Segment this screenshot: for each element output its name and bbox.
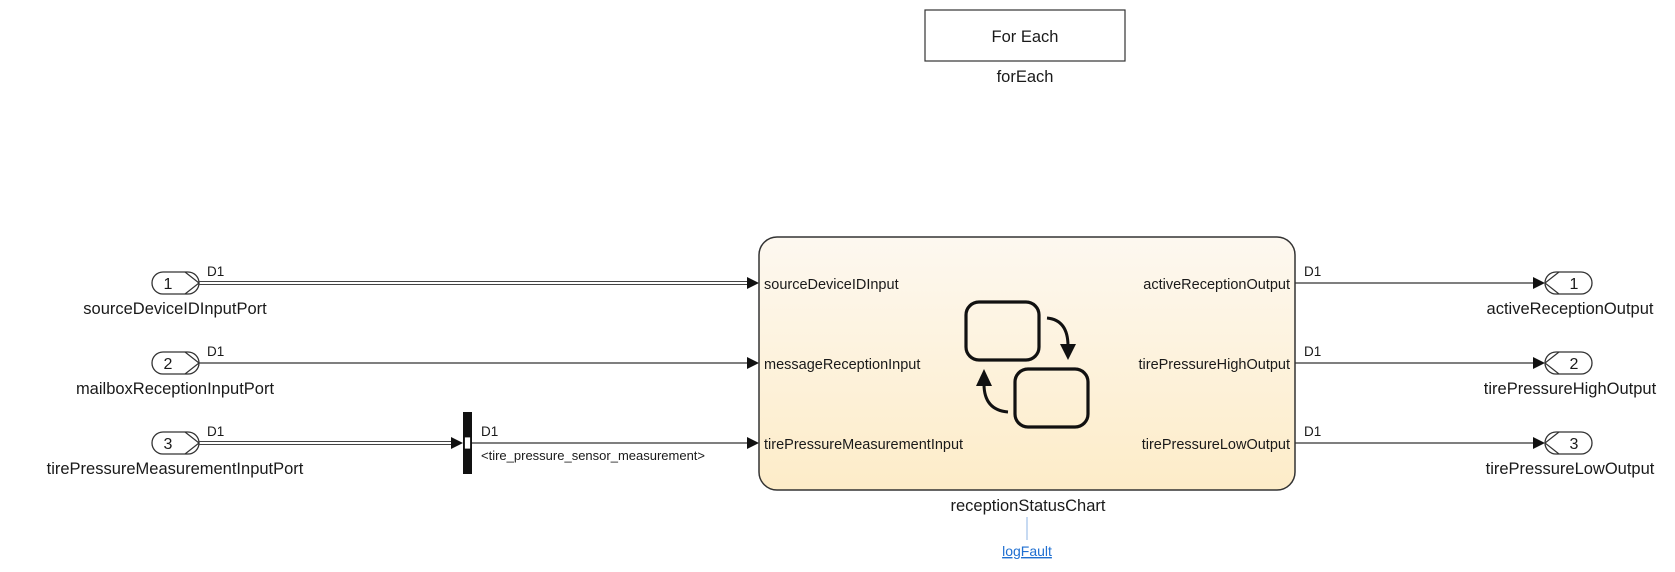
arrowhead-icon bbox=[451, 437, 463, 449]
signal-line-2[interactable] bbox=[199, 357, 759, 369]
inport-1[interactable]: 1 sourceDeviceIDInputPort D1 bbox=[83, 264, 267, 318]
outport-block[interactable] bbox=[1544, 431, 1593, 455]
inport-number: 1 bbox=[164, 276, 173, 293]
signal-dimension-label: D1 bbox=[207, 344, 224, 359]
for-each-block[interactable]: For Each forEach bbox=[924, 9, 1126, 86]
chart-output-port-label: tirePressureHighOutput bbox=[1138, 357, 1290, 373]
stateflow-chart-block[interactable]: sourceDeviceIDInput messageReceptionInpu… bbox=[758, 236, 1296, 515]
signal-line-1[interactable] bbox=[199, 277, 759, 289]
inport-2[interactable]: 2 mailboxReceptionInputPort D1 bbox=[76, 344, 275, 398]
outport-name[interactable]: tirePressureHighOutput bbox=[1484, 380, 1657, 398]
signal-dimension-label: D1 bbox=[1304, 424, 1321, 439]
arrowhead-icon bbox=[747, 437, 759, 449]
outport-3[interactable]: 3 tirePressureLowOutput bbox=[1486, 431, 1655, 478]
bus-selector-block[interactable]: D1 <tire_pressure_sensor_measurement> bbox=[463, 412, 705, 474]
chart-input-port-label: messageReceptionInput bbox=[764, 357, 920, 373]
for-each-block-body[interactable] bbox=[924, 9, 1126, 62]
for-each-block-name[interactable]: forEach bbox=[997, 68, 1054, 86]
signal-dimension-label: D1 bbox=[1304, 264, 1321, 279]
inport-arrow-icon bbox=[184, 271, 200, 295]
chart-output-port-label: tirePressureLowOutput bbox=[1142, 437, 1290, 453]
signal-dimension-label: D1 bbox=[1304, 344, 1321, 359]
signal-line-3[interactable] bbox=[472, 437, 759, 449]
outport-arrow-icon bbox=[1544, 271, 1560, 295]
chart-input-port-label: sourceDeviceIDInput bbox=[764, 277, 899, 293]
outport-number: 3 bbox=[1570, 436, 1579, 453]
outport-number: 2 bbox=[1570, 356, 1579, 373]
arrowhead-icon bbox=[747, 357, 759, 369]
inport-3[interactable]: 3 tirePressureMeasurementInputPort D1 bbox=[47, 424, 304, 478]
bus-selector-port bbox=[464, 436, 471, 450]
arrowhead-icon bbox=[747, 277, 759, 289]
inport-name[interactable]: mailboxReceptionInputPort bbox=[76, 380, 275, 398]
arrowhead-icon bbox=[1533, 437, 1545, 449]
signal-dimension-label: D1 bbox=[207, 264, 224, 279]
outport-name[interactable]: tirePressureLowOutput bbox=[1486, 460, 1655, 478]
logfault-link[interactable]: logFault bbox=[1002, 543, 1052, 559]
output-line-1[interactable]: D1 bbox=[1295, 264, 1545, 289]
inport-block[interactable] bbox=[151, 271, 200, 295]
signal-name-label[interactable]: <tire_pressure_sensor_measurement> bbox=[481, 448, 705, 463]
signal-line-3-to-selector[interactable] bbox=[199, 437, 463, 449]
signal-dimension-label: D1 bbox=[207, 424, 224, 439]
inport-arrow-icon bbox=[184, 431, 200, 455]
outport-arrow-icon bbox=[1544, 351, 1560, 375]
output-line-2[interactable]: D1 bbox=[1295, 344, 1545, 369]
outport-2[interactable]: 2 tirePressureHighOutput bbox=[1484, 351, 1657, 398]
outport-arrow-icon bbox=[1544, 431, 1560, 455]
chart-name[interactable]: receptionStatusChart bbox=[950, 497, 1105, 515]
stateflow-chart-icon bbox=[964, 300, 1090, 429]
signal-dimension-label: D1 bbox=[481, 424, 498, 439]
outport-1[interactable]: 1 activeReceptionOutput bbox=[1487, 271, 1654, 318]
chart-input-port-label: tirePressureMeasurementInput bbox=[764, 437, 963, 453]
for-each-block-label: For Each bbox=[992, 28, 1059, 46]
annotation-link-logfault[interactable]: logFault bbox=[1002, 517, 1052, 559]
outport-block[interactable] bbox=[1544, 351, 1593, 375]
outport-number: 1 bbox=[1570, 276, 1579, 293]
inport-number: 2 bbox=[164, 356, 173, 373]
outport-name[interactable]: activeReceptionOutput bbox=[1487, 300, 1654, 318]
output-line-3[interactable]: D1 bbox=[1295, 424, 1545, 449]
inport-block[interactable] bbox=[151, 351, 200, 375]
inport-name[interactable]: sourceDeviceIDInputPort bbox=[83, 300, 267, 318]
arrowhead-icon bbox=[1533, 277, 1545, 289]
inport-block[interactable] bbox=[151, 431, 200, 455]
arrowhead-icon bbox=[1533, 357, 1545, 369]
chart-output-port-label: activeReceptionOutput bbox=[1143, 277, 1290, 293]
inport-number: 3 bbox=[164, 436, 173, 453]
outport-block[interactable] bbox=[1544, 271, 1593, 295]
inport-name[interactable]: tirePressureMeasurementInputPort bbox=[47, 460, 304, 478]
